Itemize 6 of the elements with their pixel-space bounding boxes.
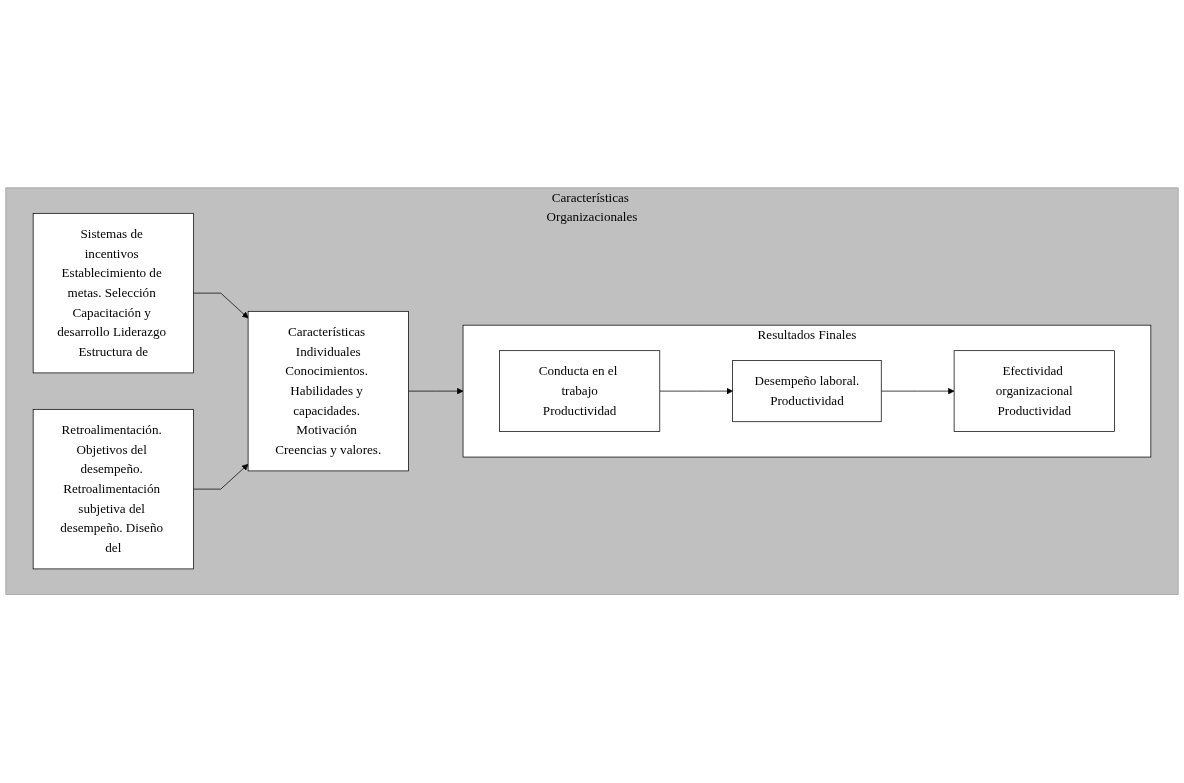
node-box: Conducta en el trabajo Productividad	[499, 350, 661, 433]
node-box: Desempeño laboral. Productividad	[732, 360, 882, 423]
node-box: Efectividad organizacional Productividad	[953, 350, 1115, 433]
node-box: Características Individuales Conocimientos. Habilidades y capacidades. Motivación Creencias y valores.	[247, 311, 409, 472]
node-box: Retroalimentación. Objetivos del desempeño. Retroalimentación subjetiva del desempeño. Diseño del	[32, 409, 194, 570]
node-box: Sistemas de incentivos Establecimiento de metas. Selección Capacitación y desarrollo Liderazgo Estructura de	[32, 213, 194, 374]
